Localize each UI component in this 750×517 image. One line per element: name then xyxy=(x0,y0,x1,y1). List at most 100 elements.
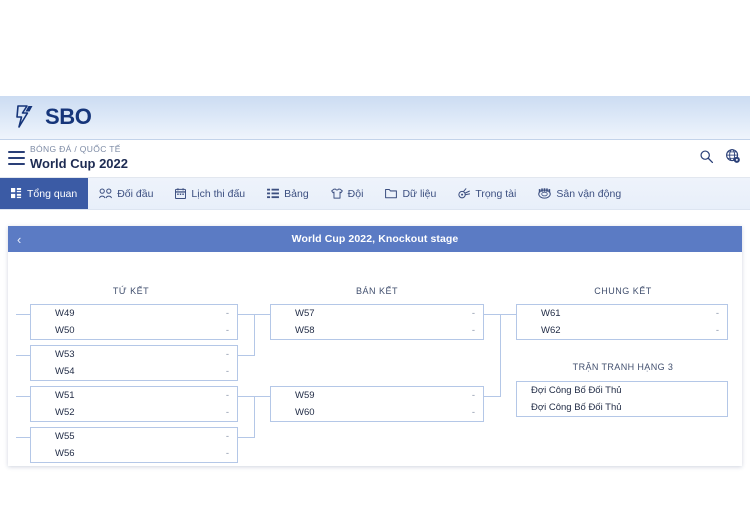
match-row-away: W52 - xyxy=(31,404,237,421)
bracket-title-bar: ‹ World Cup 2022, Knockout stage xyxy=(8,226,742,252)
team-score: - xyxy=(225,407,229,418)
tab-label: Lịch thi đấu xyxy=(191,187,246,200)
folder-icon xyxy=(385,188,398,199)
team-score: - xyxy=(225,349,229,360)
header-actions xyxy=(699,148,741,164)
tab-doi[interactable]: Đội xyxy=(320,178,375,209)
header-bar: BÓNG ĐÁ / QUỐC TẾ World Cup 2022 xyxy=(0,140,750,178)
head-to-head-icon xyxy=(99,188,113,199)
tab-san-van-dong[interactable]: Sân vận động xyxy=(527,178,632,209)
stadium-icon xyxy=(538,188,552,199)
brand-bar: SBO xyxy=(0,96,750,140)
match-box-qf4[interactable]: W55 - W56 - xyxy=(30,427,238,463)
connector-line xyxy=(254,396,270,397)
match-box-third-place[interactable]: Đợi Công Bố Đối Thủ Đợi Công Bố Đối Thủ xyxy=(516,381,728,417)
tab-label: Trọng tài xyxy=(475,187,517,200)
team-name: W60 xyxy=(295,407,315,418)
sbo-lightning-logo-icon xyxy=(16,105,33,128)
connector-line xyxy=(484,396,500,397)
team-score: - xyxy=(225,366,229,377)
team-name: W59 xyxy=(295,390,315,401)
team-name: W53 xyxy=(55,349,75,360)
tab-lich-thi-dau[interactable]: Lịch thi đấu xyxy=(164,178,256,209)
match-row-away: W50 - xyxy=(31,322,237,339)
team-score: - xyxy=(225,431,229,442)
jersey-icon xyxy=(330,188,343,199)
connector-line xyxy=(254,314,255,356)
hamburger-menu-icon[interactable] xyxy=(8,151,25,165)
match-row-away: W54 - xyxy=(31,363,237,380)
connector-line xyxy=(16,314,30,315)
tab-du-lieu[interactable]: Dữ liệu xyxy=(374,178,447,209)
match-row-home: W53 - xyxy=(31,346,237,363)
team-score: - xyxy=(471,308,475,319)
team-name: Đợi Công Bố Đối Thủ xyxy=(531,385,622,396)
team-name: W55 xyxy=(55,431,75,442)
standings-icon xyxy=(267,188,280,199)
team-score: - xyxy=(715,308,719,319)
match-row-home: W51 - xyxy=(31,387,237,404)
tab-label: Dữ liệu xyxy=(402,187,437,200)
team-name: W49 xyxy=(55,308,75,319)
match-row-home: W59 - xyxy=(271,387,483,404)
match-row-home: W49 - xyxy=(31,305,237,322)
team-score: - xyxy=(225,448,229,459)
match-row-home: Đợi Công Bố Đối Thủ xyxy=(517,382,727,399)
knockout-bracket: TỨ KẾT BÁN KẾT CHUNG KẾT xyxy=(8,252,742,466)
team-score: - xyxy=(715,325,719,336)
team-score: - xyxy=(471,325,475,336)
brand-name: SBO xyxy=(45,104,92,129)
calendar-icon xyxy=(175,188,187,199)
tab-bang[interactable]: Bảng xyxy=(256,178,320,209)
team-name: W52 xyxy=(55,407,75,418)
connector-line xyxy=(238,396,254,397)
match-row-away: W62 - xyxy=(517,322,727,339)
grid-overview-icon xyxy=(11,188,22,199)
column-header-final: CHUNG KẾT xyxy=(594,286,652,296)
column-header-quarterfinals: TỨ KẾT xyxy=(112,286,150,296)
match-box-final[interactable]: W61 - W62 - xyxy=(516,304,728,340)
match-box-qf2[interactable]: W53 - W54 - xyxy=(30,345,238,381)
team-score: - xyxy=(471,407,475,418)
connector-line xyxy=(484,314,500,315)
tab-tong-quan[interactable]: Tổng quan xyxy=(0,178,89,209)
connector-line xyxy=(238,437,254,438)
tab-doi-dau[interactable]: Đối đầu xyxy=(88,178,164,209)
chevron-left-icon[interactable]: ‹ xyxy=(17,231,22,247)
team-name: W58 xyxy=(295,325,315,336)
team-name: Đợi Công Bố Đối Thủ xyxy=(531,402,622,413)
breadcrumb[interactable]: BÓNG ĐÁ / QUỐC TẾ xyxy=(30,144,121,154)
bracket-title: World Cup 2022, Knockout stage xyxy=(291,233,459,245)
tab-label: Bảng xyxy=(284,187,309,200)
globe-settings-icon[interactable] xyxy=(725,148,741,164)
main-nav: Tổng quan Đối đầu Lịch thi đấu xyxy=(0,178,750,210)
connector-line xyxy=(238,314,254,315)
team-name: W51 xyxy=(55,390,75,401)
whistle-icon xyxy=(458,188,471,199)
connector-line xyxy=(238,355,254,356)
connector-line xyxy=(254,396,255,438)
connector-line xyxy=(500,314,501,397)
team-name: W57 xyxy=(295,308,315,319)
match-box-qf3[interactable]: W51 - W52 - xyxy=(30,386,238,422)
search-icon[interactable] xyxy=(699,149,714,164)
sbo-logo[interactable]: SBO xyxy=(14,104,92,130)
match-row-away: W56 - xyxy=(31,445,237,462)
match-row-home: W61 - xyxy=(517,305,727,322)
connector-line xyxy=(500,314,516,315)
match-box-sf1[interactable]: W57 - W58 - xyxy=(270,304,484,340)
match-row-away: W58 - xyxy=(271,322,483,339)
match-row-away: W60 - xyxy=(271,404,483,421)
team-score: - xyxy=(225,325,229,336)
match-box-qf1[interactable]: W49 - W50 - xyxy=(30,304,238,340)
tab-label: Đội xyxy=(347,187,364,200)
team-name: W54 xyxy=(55,366,75,377)
tab-trong-tai[interactable]: Trọng tài xyxy=(447,178,527,209)
tab-label: Đối đầu xyxy=(117,187,154,200)
page-title: World Cup 2022 xyxy=(30,156,129,171)
connector-line xyxy=(16,355,30,356)
match-box-sf2[interactable]: W59 - W60 - xyxy=(270,386,484,422)
third-place-header: TRẬN TRANH HẠNG 3 xyxy=(572,362,674,372)
team-name: W62 xyxy=(541,325,561,336)
